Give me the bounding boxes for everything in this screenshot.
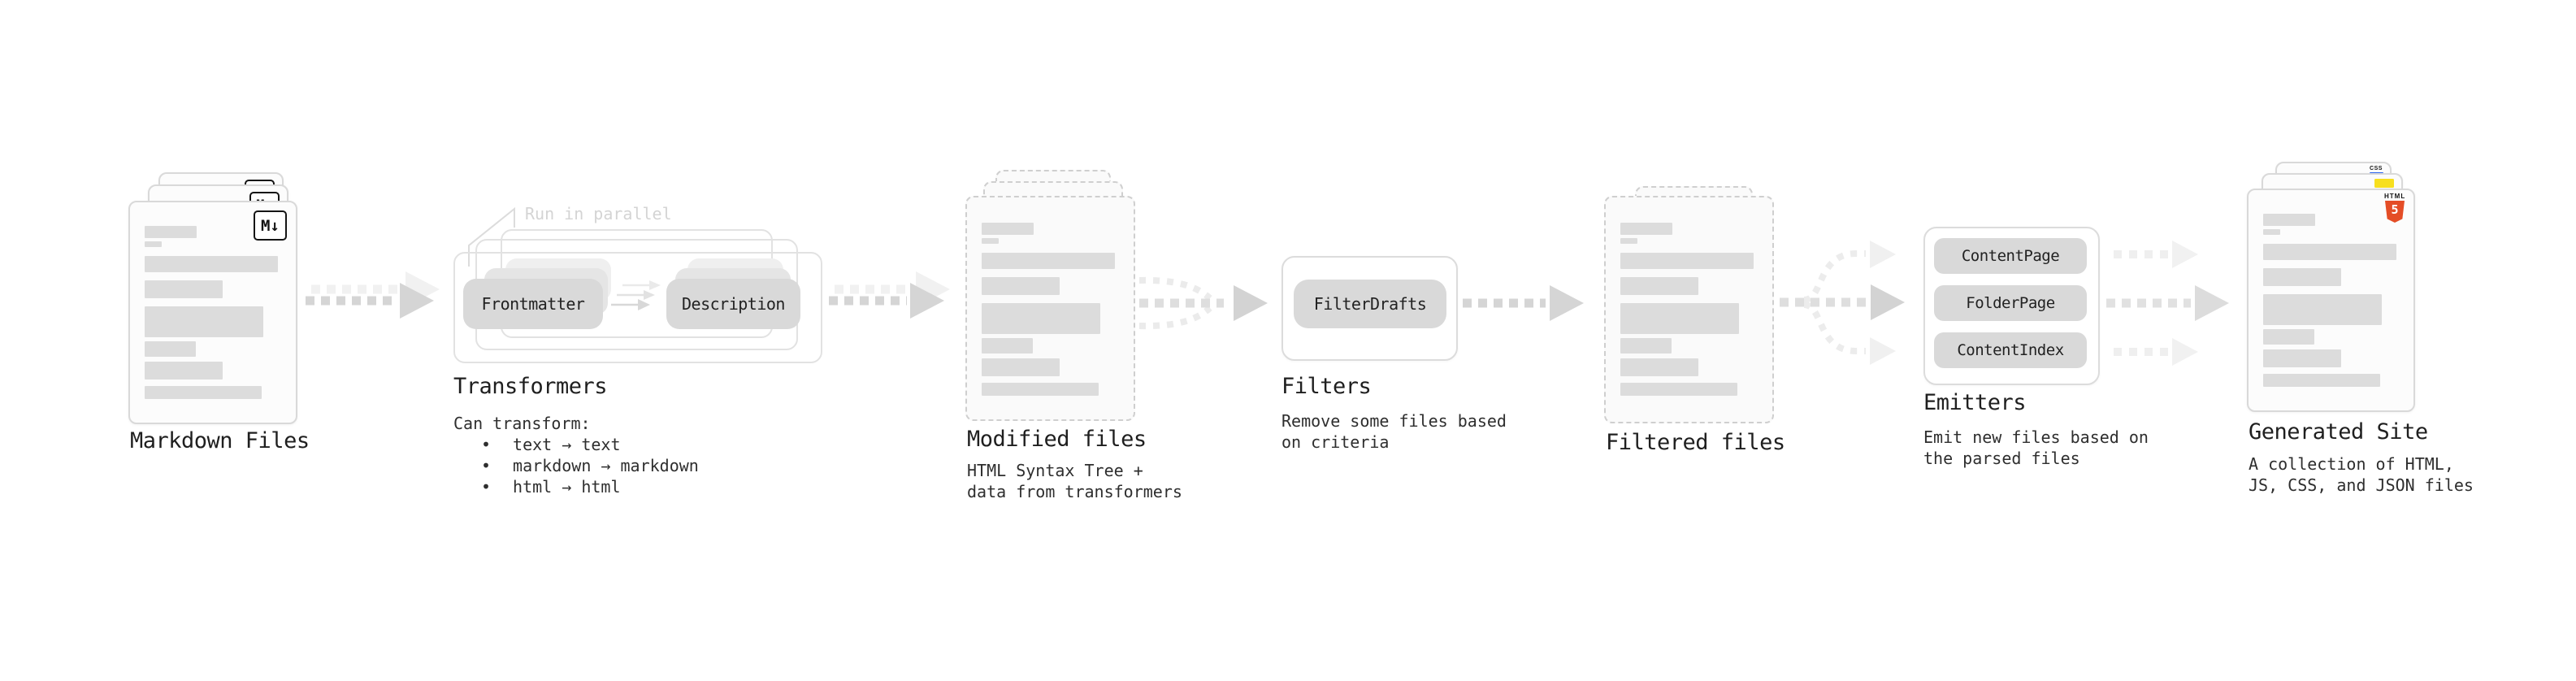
- content-line: [145, 306, 263, 337]
- markdown-icon: M↓: [254, 210, 287, 241]
- content-line: [982, 277, 1060, 295]
- filterdrafts-chip: FilterDrafts: [1294, 280, 1446, 328]
- stage-heading-markdown-files: Markdown Files: [130, 428, 310, 453]
- transformer-frame-front: [453, 252, 822, 363]
- content-line: [2263, 374, 2380, 387]
- content-line: [145, 280, 223, 298]
- javascript-icon: [2374, 179, 2394, 188]
- frontmatter-chip: Frontmatter: [463, 279, 603, 329]
- description-line: Remove some files based: [1281, 411, 1507, 431]
- css-icon-label: CSS: [2370, 166, 2383, 171]
- content-line: [145, 341, 196, 357]
- content-line: [2263, 214, 2315, 226]
- contentindex-chip: ContentIndex: [1934, 332, 2087, 368]
- content-line: [2263, 268, 2341, 286]
- content-line: [1620, 238, 1637, 244]
- stage-markdown-files: M↓ M↓ M↓: [128, 172, 307, 465]
- html5-icon-label: HTML: [2384, 193, 2406, 200]
- filters-description: Remove some files based on criteria: [1281, 410, 1507, 453]
- arrow-filtered-to-emitters: [1780, 241, 1905, 365]
- description-line: HTML Syntax Tree +: [967, 461, 1143, 480]
- stage-modified-files: [965, 170, 1144, 462]
- content-line: [2263, 244, 2396, 260]
- content-line: [982, 303, 1100, 334]
- bullet-icon: •: [481, 477, 492, 497]
- content-line: [1620, 383, 1737, 396]
- html5-icon: HTML 5: [2384, 193, 2405, 223]
- description-bullet: • html → html: [453, 476, 699, 497]
- arrow-emitters-to-generated-top: [2114, 241, 2198, 268]
- arrow-markdown-to-transformers: [306, 283, 434, 319]
- stage-generated-site: CSS HTML 5: [2247, 162, 2426, 454]
- bullet-icon: •: [481, 435, 492, 454]
- generated-site-description: A collection of HTML, JS, CSS, and JSON …: [2249, 453, 2474, 496]
- content-line: [982, 223, 1034, 235]
- content-line: [145, 362, 223, 380]
- content-line: [145, 226, 197, 238]
- stage-heading-filtered-files: Filtered files: [1606, 430, 1785, 455]
- bullet-text: html → html: [513, 477, 621, 497]
- description-line: data from transformers: [967, 482, 1182, 501]
- description-line: the parsed files: [1923, 449, 2080, 468]
- stage-heading-generated-site: Generated Site: [2249, 419, 2428, 445]
- generated-file-card-html: HTML 5: [2247, 189, 2415, 412]
- file-content-lines: [982, 223, 1120, 396]
- description-line: Emit new files based on: [1923, 427, 2149, 447]
- arrow-emitters-to-generated-middle: [2106, 285, 2229, 321]
- content-line: [982, 338, 1033, 354]
- contentpage-chip: ContentPage: [1934, 238, 2087, 274]
- stage-heading-transformers: Transformers: [453, 374, 608, 399]
- bullet-text: text → text: [513, 435, 621, 454]
- run-in-parallel-annotation: Run in parallel: [525, 204, 672, 223]
- arrow-emitters-to-generated-bottom: [2114, 338, 2198, 366]
- description-line: JS, CSS, and JSON files: [2249, 475, 2474, 495]
- bullet-icon: •: [481, 456, 492, 475]
- arrow-transformers-to-modified: [829, 283, 944, 319]
- folderpage-chip: FolderPage: [1934, 285, 2087, 321]
- filtered-file-card-front: [1604, 196, 1774, 423]
- content-line: [145, 256, 278, 272]
- bullet-text: markdown → markdown: [513, 456, 699, 475]
- content-line: [982, 253, 1115, 269]
- content-line: [2263, 329, 2314, 345]
- markdown-file-card-front: M↓: [128, 201, 297, 424]
- description-bullet: • text → text: [453, 434, 699, 455]
- description-line: Can transform:: [453, 414, 591, 433]
- file-content-lines: [145, 226, 283, 399]
- content-line: [1620, 253, 1754, 269]
- content-line: [1620, 358, 1698, 376]
- file-content-lines: [2263, 214, 2401, 387]
- stage-heading-emitters: Emitters: [1923, 390, 2027, 415]
- content-line: [1620, 303, 1739, 334]
- content-line: [2263, 349, 2341, 367]
- arrow-filters-to-filtered: [1463, 285, 1584, 321]
- description-bullet: • markdown → markdown: [453, 455, 699, 476]
- content-line: [2263, 294, 2382, 325]
- content-line: [982, 358, 1060, 376]
- parallel-run-arrows: [611, 280, 661, 310]
- content-line: [982, 383, 1099, 396]
- content-line: [1620, 277, 1698, 295]
- stage-heading-filters: Filters: [1281, 374, 1372, 399]
- stage-filtered-files: [1604, 186, 1783, 462]
- content-line: [2263, 229, 2280, 235]
- modified-files-description: HTML Syntax Tree + data from transformer…: [967, 460, 1182, 502]
- description-line: on criteria: [1281, 432, 1390, 452]
- emitters-description: Emit new files based on the parsed files: [1923, 427, 2149, 469]
- description-line: A collection of HTML,: [2249, 454, 2454, 474]
- content-line: [145, 241, 162, 247]
- html5-icon-shield: 5: [2385, 201, 2405, 223]
- content-line: [982, 238, 999, 244]
- description-chip: Description: [666, 279, 800, 329]
- content-line: [1620, 223, 1672, 235]
- modified-file-card-front: [965, 196, 1135, 421]
- content-line: [145, 386, 262, 399]
- file-content-lines: [1620, 223, 1759, 396]
- run-in-parallel-leader-line: [468, 206, 515, 267]
- transformers-description: Can transform: • text → text • markdown → …: [453, 413, 699, 497]
- content-line: [1620, 338, 1672, 354]
- arrow-modified-to-filters: [1138, 276, 1268, 330]
- stage-heading-modified-files: Modified files: [967, 427, 1147, 452]
